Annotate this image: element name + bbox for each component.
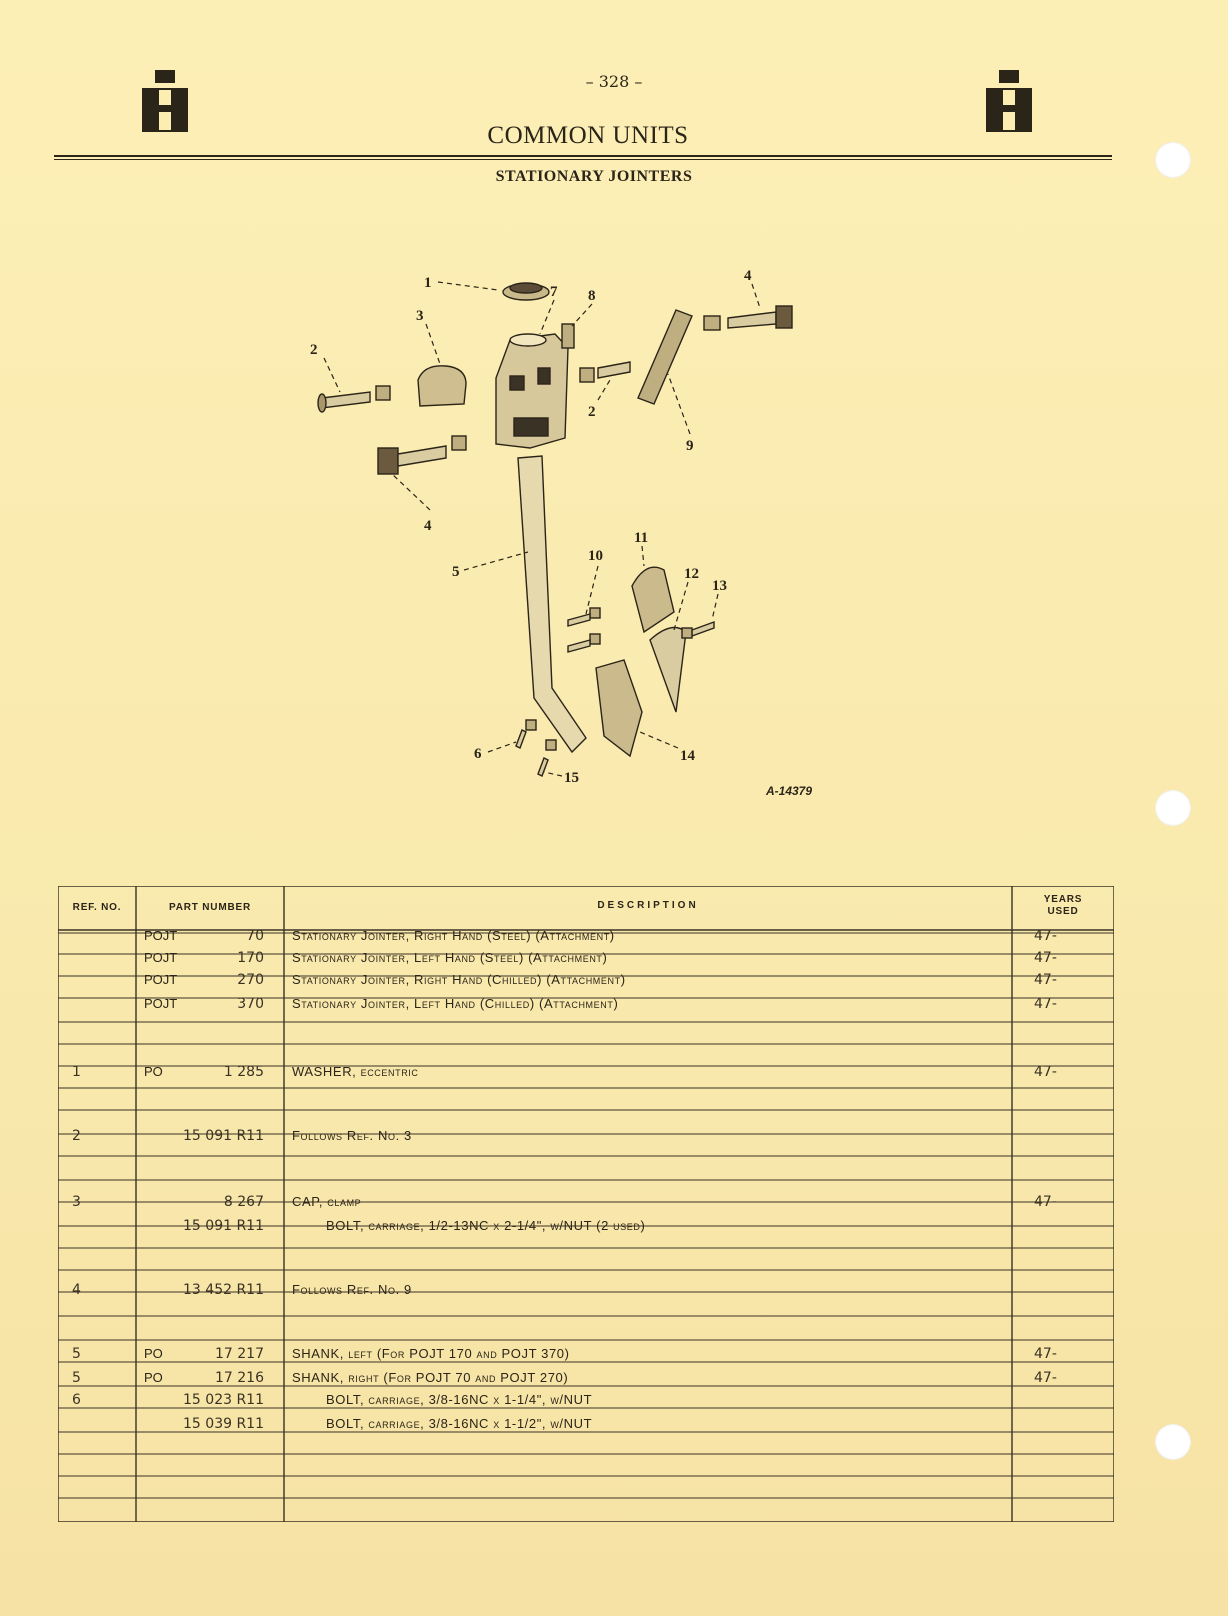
row-years-used: 47- — [1034, 1194, 1057, 1210]
row-description: Follows Ref. No. 9 — [292, 1282, 412, 1297]
callout-5: 5 — [452, 564, 460, 580]
header-rule-thin — [54, 159, 1112, 160]
parts-table: REF. NO. PART NUMBER DESCRIPTION YEARS U… — [58, 886, 1114, 1522]
row-ref-no: 1 — [72, 1064, 81, 1080]
row-ref-no: 3 — [72, 1194, 81, 1210]
row-description: BOLT, carriage, 3/8-16NC x 1-1/4", w/NUT — [326, 1392, 593, 1407]
share-part — [649, 626, 687, 713]
row-ref-no: 4 — [72, 1282, 81, 1298]
callout-15: 15 — [564, 770, 579, 786]
callout-14: 14 — [680, 748, 696, 764]
callout-4-lower: 4 — [424, 518, 432, 534]
row-part-prefix: PO — [144, 1346, 163, 1361]
row-ref-no: 2 — [72, 1128, 81, 1144]
row-part-prefix: POJT — [144, 928, 178, 943]
row-ref-no: 5 — [72, 1370, 81, 1386]
header-years-line1: YEARS — [1043, 894, 1083, 905]
row-part-number: 8 267 — [223, 1194, 264, 1210]
header-years-line2: USED — [1047, 906, 1079, 917]
callout-2-right: 2 — [588, 404, 596, 420]
row-ref-no: 5 — [72, 1346, 81, 1362]
shank-part — [517, 455, 587, 754]
callout-2: 2 — [310, 342, 318, 358]
header-description: DESCRIPTION — [597, 900, 699, 911]
header-ref-no: REF. NO. — [72, 902, 122, 913]
figure-id: A-14379 — [766, 784, 813, 798]
row-part-number: 15 091 R11 — [183, 1128, 264, 1144]
exploded-parts-diagram: 1 2 3 4 5 6 7 8 9 10 11 12 13 14 15 2 4 — [310, 268, 793, 786]
row-part-number: 15 091 R11 — [183, 1218, 264, 1234]
point-part — [595, 659, 643, 758]
row-description: Stationary Jointer, Right Hand (Steel) (… — [292, 928, 615, 943]
clamp-cap-part — [417, 365, 467, 407]
row-ref-no: 6 — [72, 1392, 81, 1408]
header-rule — [54, 155, 1112, 157]
moldboard-part — [631, 566, 675, 634]
row-description: Stationary Jointer, Right Hand (Chilled)… — [292, 972, 626, 987]
jointer-bar-part — [637, 309, 693, 405]
row-description: BOLT, carriage, 1/2-13NC x 2-1/4", w/NUT… — [326, 1218, 646, 1233]
callout-8: 8 — [588, 288, 596, 304]
ih-logo-icon — [142, 70, 188, 132]
row-part-number: 17 216 — [215, 1370, 264, 1386]
row-description: WASHER, eccentric — [292, 1064, 419, 1079]
row-years-used: 47- — [1034, 1064, 1057, 1080]
punch-hole-top — [1155, 142, 1191, 178]
punch-hole-middle — [1155, 790, 1191, 826]
row-part-prefix: PO — [144, 1064, 163, 1079]
row-description: Stationary Jointer, Left Hand (Steel) (A… — [292, 950, 608, 965]
callout-4: 4 — [744, 268, 752, 284]
row-part-number: 17 217 — [215, 1346, 264, 1362]
row-years-used: 47- — [1034, 1346, 1057, 1362]
row-part-number: 170 — [237, 950, 264, 966]
row-part-number: 15 039 R11 — [183, 1416, 264, 1432]
callout-13: 13 — [712, 578, 727, 594]
row-years-used: 47- — [1034, 1370, 1057, 1386]
punch-hole-bottom — [1155, 1424, 1191, 1460]
row-part-number: 1 285 — [223, 1064, 264, 1080]
row-years-used: 47- — [1034, 972, 1057, 988]
section-subtitle: STATIONARY JOINTERS — [495, 168, 693, 185]
row-part-number: 15 023 R11 — [183, 1392, 264, 1408]
row-part-number: 270 — [237, 972, 264, 988]
row-years-used: 47- — [1034, 996, 1057, 1012]
header-years: YEARS USED — [1012, 894, 1114, 918]
page-title: COMMON UNITS — [487, 122, 689, 149]
callout-3: 3 — [416, 308, 424, 324]
callout-6: 6 — [474, 746, 482, 762]
row-part-prefix: POJT — [144, 972, 178, 987]
row-description: Stationary Jointer, Left Hand (Chilled) … — [292, 996, 619, 1011]
callout-1: 1 — [424, 275, 432, 291]
row-part-number: 370 — [237, 996, 264, 1012]
row-years-used: 47- — [1034, 950, 1057, 966]
row-part-prefix: POJT — [144, 950, 178, 965]
ih-logo-icon — [986, 70, 1032, 132]
row-part-number: 70 — [246, 928, 264, 944]
callout-12: 12 — [684, 566, 699, 582]
page-number: – 328 – — [585, 72, 643, 91]
row-description: SHANK, right (For POJT 70 and POJT 270) — [292, 1370, 569, 1385]
row-description: BOLT, carriage, 3/8-16NC x 1-1/2", w/NUT — [326, 1416, 593, 1431]
carriage-bolt-part — [321, 391, 371, 409]
callout-9: 9 — [686, 438, 694, 454]
callout-10: 10 — [588, 548, 603, 564]
row-part-prefix: PO — [144, 1370, 163, 1385]
row-description: CAP, clamp — [292, 1194, 362, 1209]
row-part-number: 13 452 R11 — [183, 1282, 264, 1298]
callout-11: 11 — [634, 530, 648, 546]
row-description: Follows Ref. No. 3 — [292, 1128, 412, 1143]
row-part-prefix: POJT — [144, 996, 178, 1011]
callout-7: 7 — [550, 284, 558, 300]
table-grid — [58, 886, 1114, 1522]
header-part-number: PART NUMBER — [169, 902, 251, 913]
row-description: SHANK, left (For POJT 170 and POJT 370) — [292, 1346, 570, 1361]
row-years-used: 47- — [1034, 928, 1057, 944]
